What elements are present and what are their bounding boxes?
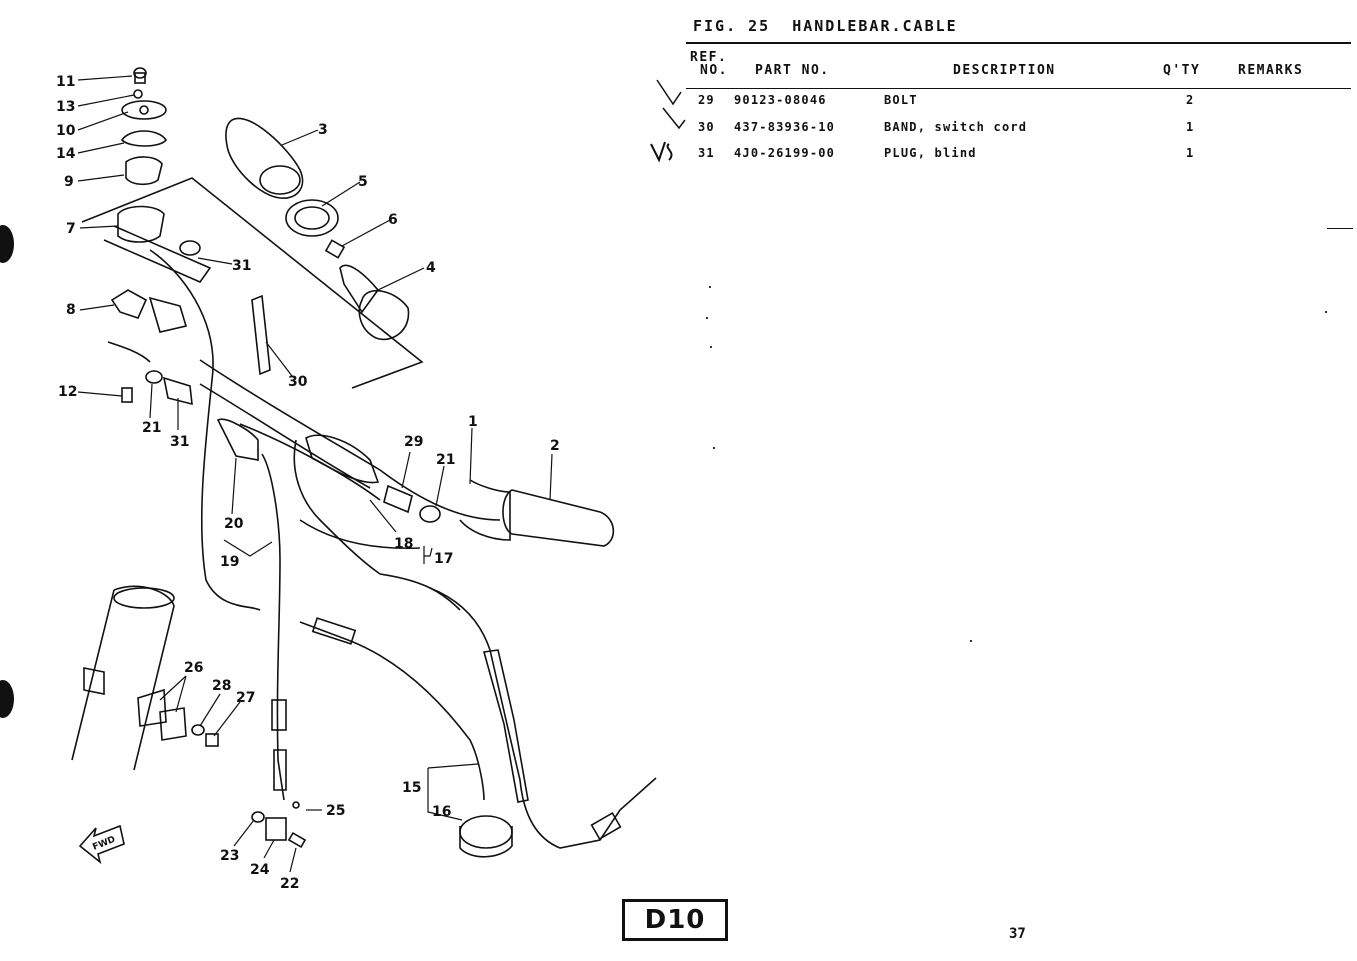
col-ref-line1: REF.	[690, 50, 728, 65]
row-description: PLUG, blind	[884, 146, 977, 160]
callout-17: 17	[434, 551, 453, 567]
row-part-no: 90123-08046	[734, 93, 827, 107]
binder-hole	[0, 225, 14, 263]
scan-speck	[970, 640, 972, 642]
callout-2: 2	[550, 438, 560, 454]
figure-name: HANDLEBAR.CABLE	[792, 17, 958, 35]
callout-16: 16	[432, 804, 451, 820]
binder-hole	[0, 680, 14, 718]
row-description: BOLT	[884, 93, 918, 107]
col-ref-line2: NO.	[700, 63, 728, 78]
scan-mark	[1327, 228, 1353, 229]
header-underline	[686, 88, 1351, 89]
callout-10: 10	[56, 123, 76, 139]
callout-28: 28	[212, 678, 231, 694]
row-qty: 1	[1186, 146, 1195, 160]
callout-15: 15	[402, 780, 421, 796]
callout-18: 18	[394, 536, 413, 552]
callout-24: 24	[250, 862, 270, 878]
callout-26: 26	[184, 660, 203, 676]
row-description: BAND, switch cord	[884, 120, 1028, 134]
row-ref: 29	[698, 93, 715, 107]
callout-3: 3	[318, 122, 328, 138]
scan-speck	[706, 317, 708, 319]
scan-speck	[1325, 311, 1327, 313]
callout-27: 27	[236, 690, 255, 706]
callout-21: 21	[142, 420, 161, 436]
col-description: DESCRIPTION	[953, 63, 1056, 78]
callout-29: 29	[404, 434, 423, 450]
callout-11: 11	[56, 74, 75, 90]
handwritten-checkmarks	[650, 79, 686, 163]
col-part-no: PART NO.	[755, 63, 830, 78]
callout-30: 30	[288, 374, 308, 390]
fwd-label: FWD	[91, 835, 117, 853]
callout-20: 20	[224, 516, 244, 532]
page-number: 37	[1009, 926, 1026, 942]
callout-21: 21	[436, 452, 455, 468]
callout-1: 1	[468, 414, 478, 430]
fwd-arrow-icon: FWD	[78, 824, 125, 865]
row-part-no: 437-83936-10	[734, 120, 836, 134]
col-remarks: REMARKS	[1238, 63, 1304, 78]
callout-8: 8	[66, 302, 76, 318]
row-ref: 30	[698, 120, 715, 134]
callout-25: 25	[326, 803, 345, 819]
callout-13: 13	[56, 99, 75, 115]
figure-label: FIG. 25	[693, 17, 771, 35]
callout-31: 31	[170, 434, 189, 450]
row-part-no: 4J0-26199-00	[734, 146, 836, 160]
header-rule	[686, 42, 1351, 44]
scan-speck	[710, 346, 712, 348]
callout-14: 14	[56, 146, 76, 162]
callout-12: 12	[58, 384, 77, 400]
group-bracket	[81, 177, 424, 389]
row-qty: 1	[1186, 120, 1195, 134]
col-qty: Q'TY	[1163, 63, 1201, 78]
row-ref: 31	[698, 146, 715, 160]
callout-4: 4	[426, 260, 436, 276]
callout-9: 9	[64, 174, 74, 190]
callout-7: 7	[66, 221, 76, 237]
figure-title: FIG. 25 HANDLEBAR.CABLE	[693, 17, 980, 35]
row-qty: 2	[1186, 93, 1195, 107]
callout-31: 31	[232, 258, 251, 274]
scan-speck	[713, 447, 715, 449]
callout-19: 19	[220, 554, 239, 570]
callout-22: 22	[280, 876, 299, 892]
scan-speck	[709, 286, 711, 288]
callout-5: 5	[358, 174, 368, 190]
plate-code: D10	[622, 899, 728, 941]
callout-23: 23	[220, 848, 239, 864]
callout-6: 6	[388, 212, 398, 228]
